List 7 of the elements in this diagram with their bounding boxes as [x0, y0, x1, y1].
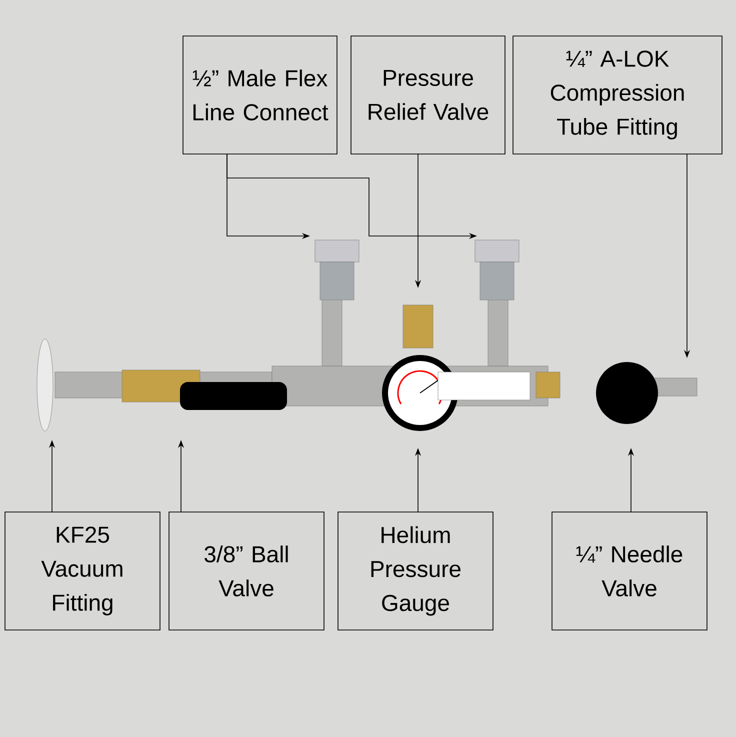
label-box: KF25 Vacuum Fitting	[4, 512, 160, 630]
label-box: 3/8” Ball Valve	[168, 512, 324, 630]
label-box: ¼” Needle Valve	[552, 512, 708, 630]
label-box: Helium Pressure Gauge	[338, 512, 494, 630]
label-box: Pressure Relief Valve	[350, 36, 506, 154]
label-box: ¼” A-LOK Compression Tube Fitting	[512, 36, 722, 154]
label-box: ½” Male Flex Line Connect	[182, 36, 338, 154]
